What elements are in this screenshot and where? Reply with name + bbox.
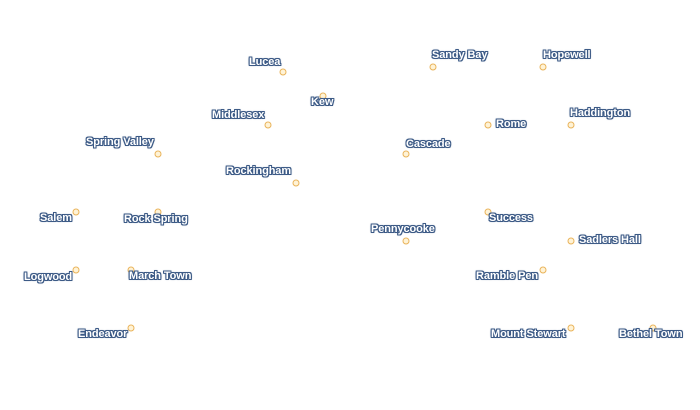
place-label: Rome	[496, 118, 527, 130]
place-marker[interactable]	[154, 208, 162, 216]
place-label: Endeavor	[78, 328, 128, 340]
place-label: Pennycooke	[371, 223, 435, 235]
place-marker[interactable]	[154, 150, 162, 158]
place-marker[interactable]	[319, 92, 327, 100]
place-label: Salem	[40, 212, 72, 224]
place-marker[interactable]	[567, 121, 575, 129]
place-label: Success	[489, 212, 533, 224]
place-marker[interactable]	[539, 266, 547, 274]
place-marker[interactable]	[429, 63, 437, 71]
place-label: Lucea	[249, 56, 281, 68]
place-marker[interactable]	[484, 208, 492, 216]
place-label: Logwood	[24, 271, 73, 283]
place-label: Cascade	[406, 138, 451, 150]
place-marker[interactable]	[264, 121, 272, 129]
place-marker[interactable]	[402, 237, 410, 245]
place-marker[interactable]	[539, 63, 547, 71]
place-label: Bethel Town	[619, 328, 683, 340]
place-label: Rockingham	[226, 165, 292, 177]
place-label: March Town	[129, 270, 192, 282]
place-marker[interactable]	[649, 324, 657, 332]
place-label: Spring Valley	[86, 136, 154, 148]
place-label: Sadlers Hall	[579, 234, 641, 246]
place-marker[interactable]	[402, 150, 410, 158]
place-label: Middlesex	[212, 109, 265, 121]
place-marker[interactable]	[567, 324, 575, 332]
place-marker[interactable]	[72, 208, 80, 216]
place-label: Sandy Bay	[432, 49, 488, 61]
place-label: Kew	[311, 96, 334, 108]
place-marker[interactable]	[279, 68, 287, 76]
place-marker[interactable]	[484, 121, 492, 129]
place-label: Rock Spring	[124, 213, 188, 225]
place-marker[interactable]	[127, 266, 135, 274]
place-marker[interactable]	[127, 324, 135, 332]
place-marker[interactable]	[72, 266, 80, 274]
place-label: Haddington	[570, 107, 631, 119]
place-marker[interactable]	[292, 179, 300, 187]
place-label: Mount Stewart	[491, 328, 566, 340]
place-label: Hopewell	[543, 49, 591, 61]
place-marker[interactable]	[567, 237, 575, 245]
place-label: Ramble Pen	[476, 270, 538, 282]
